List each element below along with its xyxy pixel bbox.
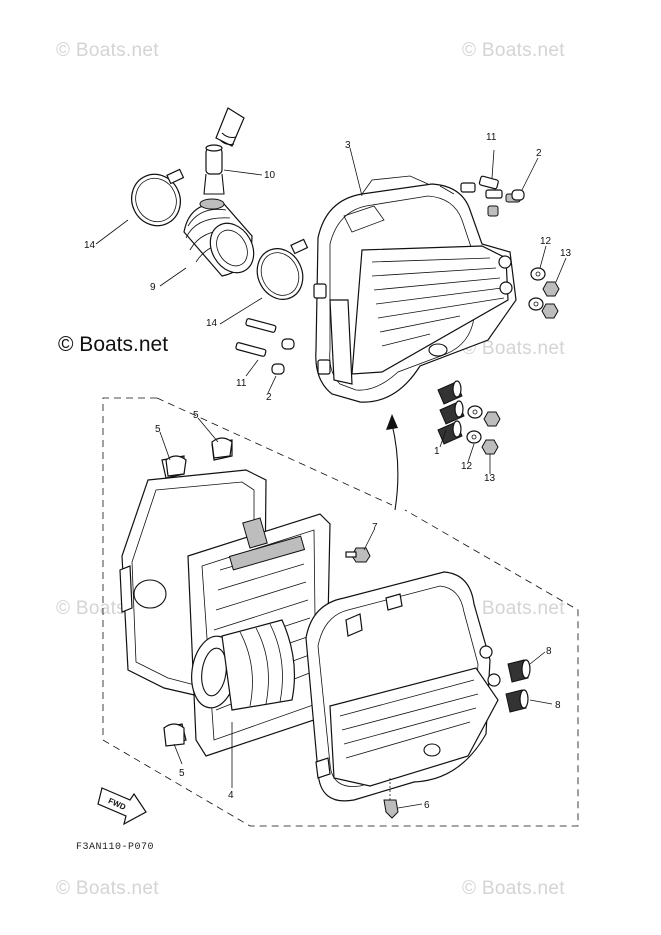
- hose-clamp-14-upper: [131, 168, 185, 227]
- screw-7: [345, 547, 371, 563]
- grommet-8: [505, 659, 531, 713]
- callout-8: 8: [546, 646, 552, 657]
- watermark: © Boats.net: [462, 878, 565, 899]
- intake-hose: [215, 107, 245, 147]
- washer-12: [466, 267, 546, 444]
- watermark: © Boats.net: [462, 598, 565, 619]
- diagram-code: F3AN110-P070: [76, 842, 155, 853]
- callout-14: 14: [206, 318, 218, 329]
- bolt-11-left: [235, 318, 277, 357]
- callout-5: 5: [179, 768, 185, 779]
- collar-2-upper-right: [511, 189, 525, 201]
- callout-13: 13: [484, 473, 496, 484]
- assembly-arrow: [386, 414, 399, 511]
- callout-11: 11: [236, 378, 247, 389]
- clip-5: [163, 437, 233, 747]
- callout-5: 5: [193, 410, 199, 421]
- callout-2: 2: [536, 148, 542, 159]
- collar-2-left: [271, 338, 295, 375]
- grommet-1: [437, 380, 465, 445]
- watermark: © Boats.net: [56, 878, 159, 899]
- callout-10: 10: [264, 170, 276, 181]
- intake-funnel: [191, 619, 296, 711]
- callout-12: 12: [540, 236, 552, 247]
- nut-13: [481, 281, 560, 455]
- leader-lines: [95, 147, 567, 809]
- callout-13: 13: [560, 248, 572, 259]
- callout-8: 8: [555, 700, 561, 711]
- airbox-cover-3: [313, 175, 517, 403]
- callout-12: 12: [461, 461, 473, 472]
- callout-1: 1: [434, 446, 440, 457]
- callout-6: 6: [424, 800, 430, 811]
- intake-joint-9: [183, 198, 255, 277]
- elbow-fitting-10: [203, 144, 225, 195]
- brand-mark: © Boats.net: [58, 333, 169, 356]
- callout-2: 2: [266, 392, 272, 403]
- watermark: © Boats.net: [462, 40, 565, 61]
- callout-7: 7: [372, 522, 378, 533]
- callout-5: 5: [155, 424, 161, 435]
- assembly-boundary: [102, 397, 579, 827]
- callout-9: 9: [150, 282, 156, 293]
- airbox-case-right: [305, 571, 501, 802]
- fwd-arrow-badge: FWD: [97, 787, 147, 826]
- hose-clamp-14-lower: [256, 238, 309, 300]
- drain-plug-6: [383, 799, 399, 819]
- callouts: 3 11 2 10 14 9 14 12 13 11 2 1 12 13 5 5…: [84, 132, 572, 811]
- watermark: © Boats.net: [462, 338, 565, 359]
- watermark: © Boats.net: [56, 40, 159, 61]
- callout-3: 3: [345, 140, 351, 151]
- callout-4: 4: [228, 790, 234, 801]
- callout-11: 11: [486, 132, 497, 143]
- callout-14: 14: [84, 240, 96, 251]
